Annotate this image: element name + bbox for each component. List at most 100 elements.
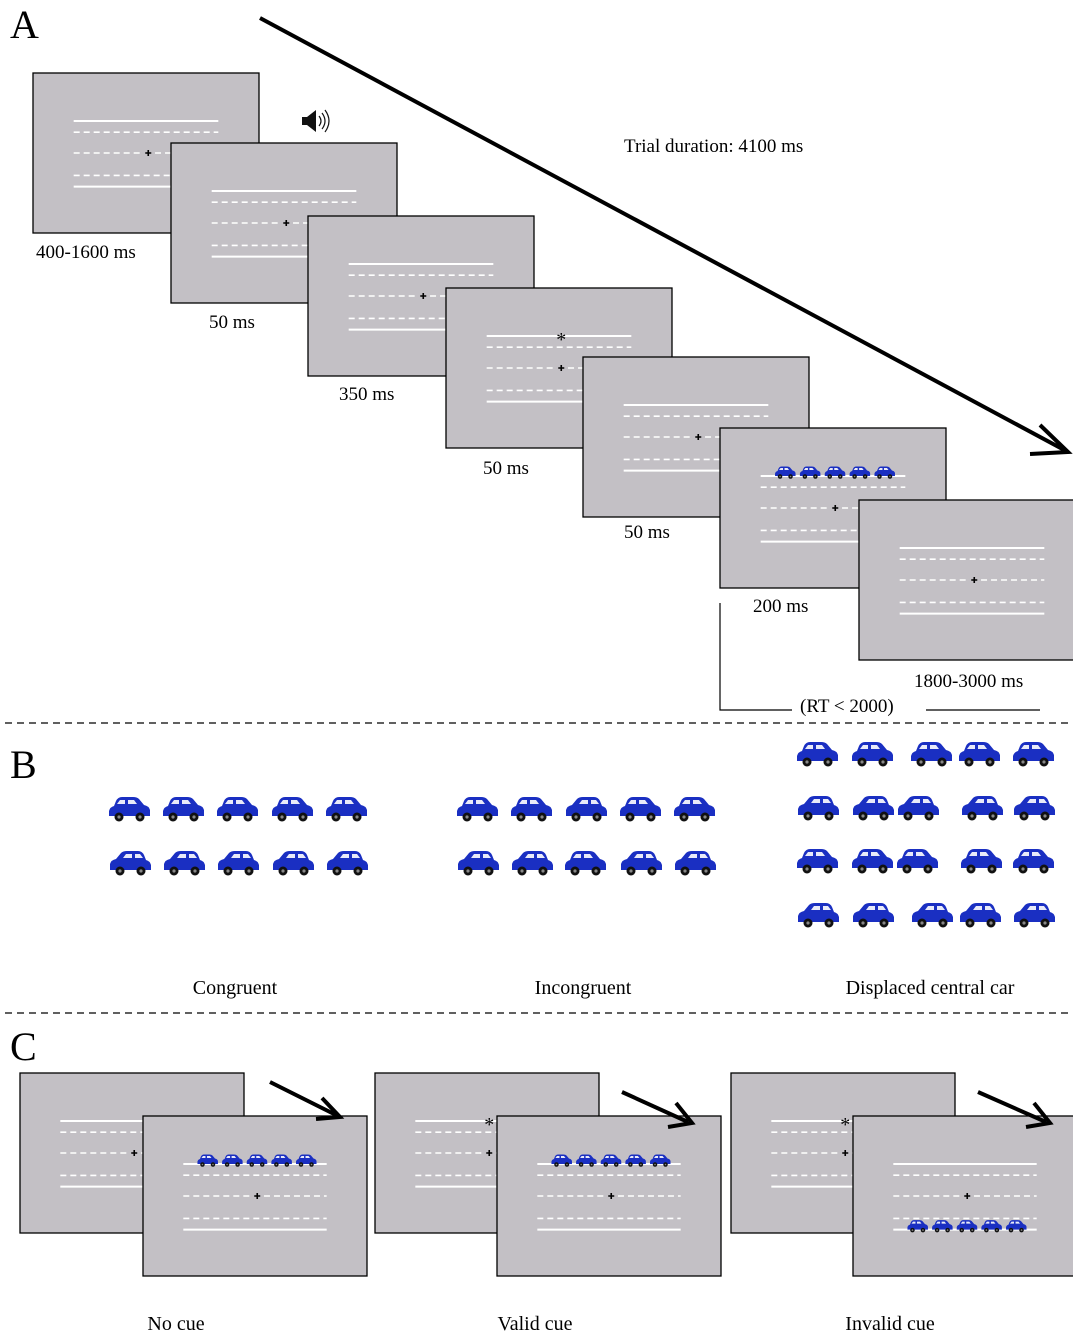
cue-arrowhead-valid-cue <box>667 1101 696 1129</box>
cue-arrow-valid-cue <box>621 1090 689 1124</box>
car-icon <box>600 1154 622 1167</box>
car-icon <box>566 797 607 822</box>
car-icon <box>1013 849 1054 874</box>
car-icon <box>164 851 205 876</box>
duration-label-4: 50 ms <box>483 458 529 479</box>
cue-label-invalid-cue: Invalid cue <box>845 1313 935 1335</box>
fixation-cross <box>486 1150 493 1156</box>
trial-duration-arrow <box>259 16 1069 454</box>
cue-label-no-cue: No cue <box>147 1313 204 1335</box>
car-icon <box>621 851 662 876</box>
fixation-cross <box>254 1193 261 1199</box>
car-icon <box>650 1154 671 1167</box>
fixation-cross <box>971 577 978 583</box>
car-icon <box>775 466 796 479</box>
car-icon <box>907 1220 928 1233</box>
panel-b-cars <box>109 742 1055 928</box>
panel-c-screens: ** <box>19 1072 1073 1277</box>
car-icon <box>956 1220 978 1233</box>
cue-asterisk: * <box>556 329 566 351</box>
car-icon <box>911 742 952 767</box>
car-icon <box>551 1154 572 1167</box>
fixation-cross <box>695 434 702 440</box>
car-icon <box>271 1154 292 1167</box>
fixation-cross <box>608 1193 615 1199</box>
fixation-cross <box>558 365 565 371</box>
car-icon <box>849 466 871 479</box>
cue-label-valid-cue: Valid cue <box>498 1313 573 1335</box>
fixation-cross <box>832 505 839 511</box>
duration-label-7: 1800-3000 ms <box>914 671 1023 692</box>
car-icon <box>852 849 893 874</box>
car-icon <box>897 849 938 874</box>
car-icon <box>932 1220 953 1233</box>
car-icon <box>960 903 1001 928</box>
panel-letter-b: B <box>10 742 37 787</box>
fixation-cross <box>420 293 427 299</box>
duration-label-6: 200 ms <box>753 596 808 617</box>
rt-limit-label: (RT < 2000) <box>800 696 894 717</box>
rt-bracket <box>719 603 792 711</box>
car-icon <box>798 796 839 821</box>
cue-arrow-no-cue <box>269 1080 339 1118</box>
duration-label-5: 50 ms <box>624 522 670 543</box>
car-icon <box>272 797 313 822</box>
car-icon <box>797 742 838 767</box>
car-icon <box>799 466 821 479</box>
car-icon <box>511 797 552 822</box>
car-icon <box>458 851 499 876</box>
car-icon <box>853 903 894 928</box>
panel-letter-c: C <box>10 1024 37 1069</box>
car-icon <box>674 797 715 822</box>
car-icon <box>852 742 893 767</box>
fixation-cross <box>131 1150 138 1156</box>
condition-label-congruent: Congruent <box>193 977 278 999</box>
cue-arrowhead-no-cue <box>315 1096 345 1121</box>
car-icon <box>898 796 939 821</box>
fixation-cross <box>964 1193 971 1199</box>
car-icon <box>246 1154 268 1167</box>
car-icon <box>218 851 259 876</box>
condition-label-displaced: Displaced central car <box>846 977 1015 999</box>
car-icon <box>326 797 367 822</box>
car-icon <box>961 849 1002 874</box>
car-icon <box>217 797 258 822</box>
target-screen-1 <box>142 1115 368 1277</box>
car-icon <box>912 903 953 928</box>
car-icon <box>222 1154 243 1167</box>
cue-arrowhead-invalid-cue <box>1025 1101 1054 1129</box>
car-icon <box>109 797 150 822</box>
car-icon <box>824 466 846 479</box>
duration-label-2: 50 ms <box>209 312 255 333</box>
trial-duration-label: Trial duration: 4100 ms <box>624 136 803 157</box>
car-icon <box>874 466 895 479</box>
car-icon <box>620 797 661 822</box>
target-screen-2 <box>496 1115 722 1277</box>
duration-label-1: 400-1600 ms <box>36 242 136 263</box>
car-icon <box>110 851 151 876</box>
speaker-icon <box>302 109 330 133</box>
car-icon <box>1006 1220 1027 1233</box>
car-icon <box>565 851 606 876</box>
car-icon <box>1014 796 1055 821</box>
cue-arrow-invalid-cue <box>977 1090 1047 1124</box>
fixation-cross <box>283 220 290 226</box>
cue-asterisk: * <box>484 1114 494 1136</box>
car-icon <box>959 742 1000 767</box>
trial-duration-arrowhead <box>1029 423 1073 456</box>
target-screen-3 <box>852 1115 1073 1277</box>
car-icon <box>197 1154 218 1167</box>
fixation-cross <box>145 150 152 156</box>
car-icon <box>273 851 314 876</box>
car-icon <box>625 1154 646 1167</box>
car-icon <box>576 1154 597 1167</box>
car-icon <box>853 796 894 821</box>
cue-asterisk: * <box>840 1114 850 1136</box>
screen-post-target-fixation <box>858 499 1073 661</box>
car-icon <box>981 1220 1002 1233</box>
car-icon <box>1014 903 1055 928</box>
car-icon <box>327 851 368 876</box>
fixation-cross <box>842 1150 849 1156</box>
